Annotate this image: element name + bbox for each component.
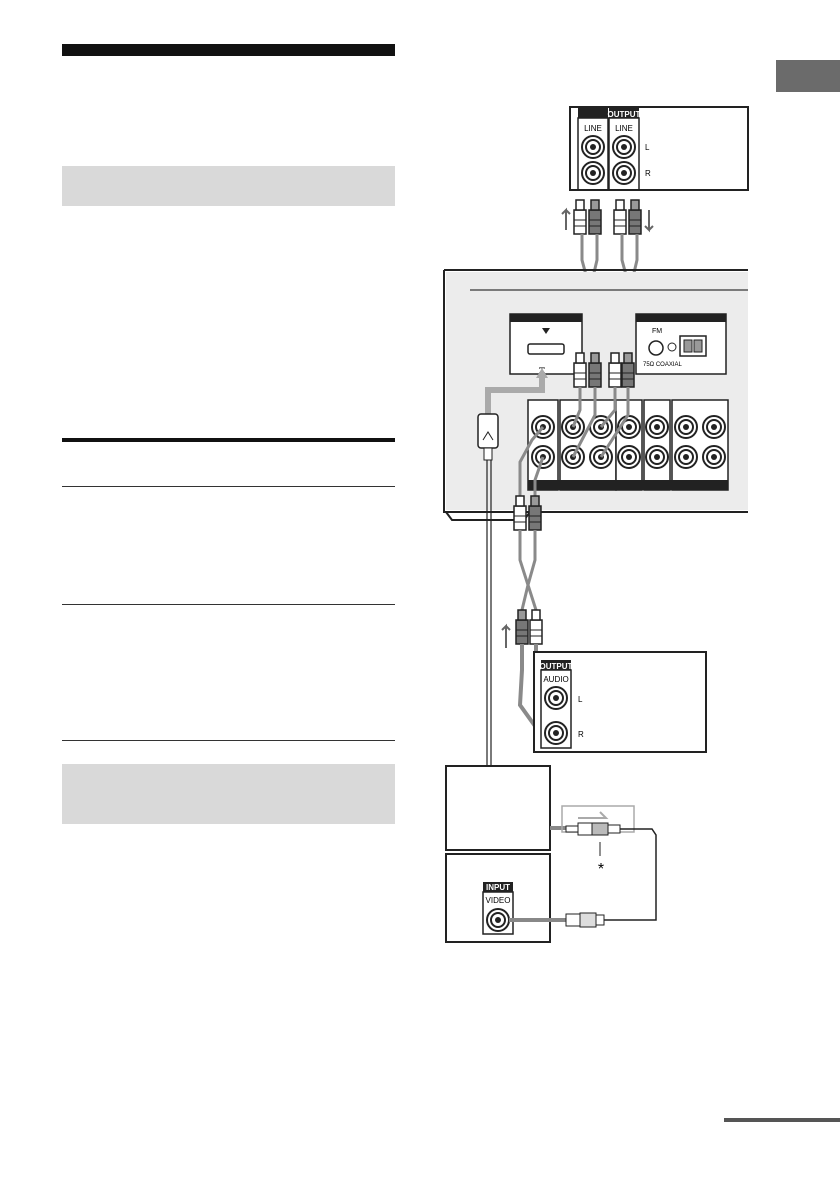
dock-cable xyxy=(477,368,548,766)
player-box: * xyxy=(445,765,657,921)
source-jack-line-in-r xyxy=(581,161,605,185)
dock-connector-plug xyxy=(477,413,499,449)
tv-box: INPUT VIDEO xyxy=(445,853,605,943)
source-device-panel: OUTPUT LINE LINE L R xyxy=(569,106,749,191)
receiver-top-plugs xyxy=(571,352,635,458)
table-bottom-rule xyxy=(62,740,395,741)
source-line-label-right: LINE xyxy=(615,124,633,133)
audio-label: AUDIO xyxy=(543,675,568,684)
fm-label: FM xyxy=(652,328,662,335)
signal-arrow-right-icon xyxy=(578,811,609,819)
tv-video-jack xyxy=(486,908,510,932)
continued-rule xyxy=(724,1118,840,1122)
source-channel-l: L xyxy=(645,143,650,152)
table-top-rule xyxy=(62,438,395,442)
top-cable-plugs xyxy=(561,199,654,235)
fm-antenna-jack xyxy=(648,340,664,356)
table-row-divider xyxy=(62,486,395,487)
signal-arrow-up-icon xyxy=(561,207,571,230)
cable-footnote-asterisk: * xyxy=(598,861,604,878)
audio-channel-r: R xyxy=(578,730,584,739)
audio-jack-r xyxy=(544,721,568,745)
subsection-heading-box xyxy=(62,764,395,824)
source-jack-line-out-l xyxy=(612,135,636,159)
signal-arrow-down-icon xyxy=(644,210,654,233)
dc-symbol: ⎓ xyxy=(539,363,546,372)
fm-coaxial-label: 75Ω COAXIAL xyxy=(643,362,682,368)
audio-jack-l xyxy=(544,686,568,710)
section-title-bar xyxy=(62,44,395,56)
subsection-heading-box xyxy=(62,166,395,206)
signal-arrow-up-icon xyxy=(501,623,511,648)
table-row-divider xyxy=(62,604,395,605)
tv-video-label: VIDEO xyxy=(486,896,511,905)
audio-output-label: OUTPUT xyxy=(540,662,573,671)
source-line-label-left: LINE xyxy=(584,124,602,133)
source-output-label: OUTPUT xyxy=(608,110,641,119)
source-jack-line-out-r xyxy=(612,161,636,185)
source-jack-line-in-l xyxy=(581,135,605,159)
audio-source-panel: OUTPUT AUDIO L R xyxy=(533,651,707,753)
chapter-side-tab xyxy=(776,60,840,92)
source-channel-r: R xyxy=(645,169,651,178)
tv-input-label: INPUT xyxy=(486,883,510,892)
audio-channel-l: L xyxy=(578,695,583,704)
